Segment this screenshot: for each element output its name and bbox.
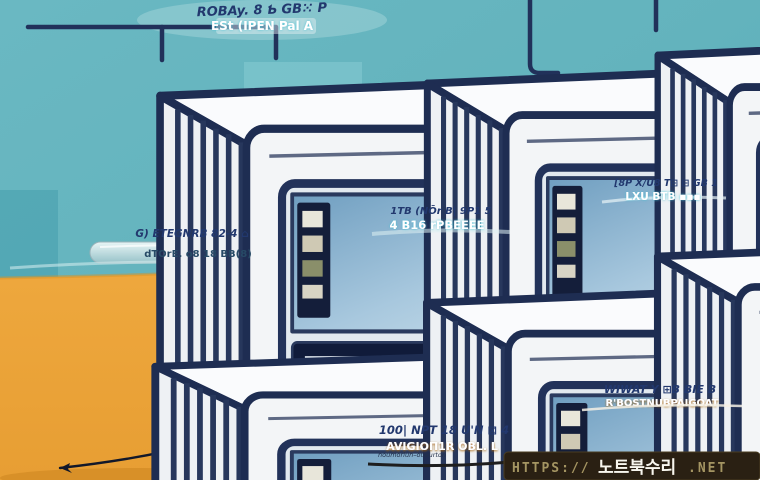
device-bottom-middle-label1: 100| NPT 18 U'N ⊠ 4 [379, 423, 509, 437]
device-bottom-right-label1: WIWAT Y ⊞B BIE B [604, 383, 716, 396]
device-bottom-right [656, 237, 760, 480]
cable-top-horizontal [25, 24, 279, 61]
device-top-right-label2: LXU BTB ▪▪▪ [625, 191, 700, 203]
banner-glow [137, 0, 387, 40]
device-bottom-right-label2: R'BOSTNUBPAIGOAT [605, 398, 718, 409]
watermark-site-name: 노트북수리 [598, 458, 676, 478]
watermark-protocol: HTTPS:// [512, 461, 591, 476]
banner-label-line2: ESt (IPEN Pal A [211, 19, 314, 33]
device-top-left-label2: dTOrE. o8 18 BB(8) [144, 249, 252, 260]
arrowhead-left [60, 463, 72, 473]
device-top-left-label1: G) ETEGNRB 82-4 ⌂ [135, 228, 248, 240]
watermark-band [503, 451, 760, 480]
device-bottom-middle-label3: noumoriun–oueurton [378, 451, 446, 459]
watermark: HTTPS:// 노트북수리 .NET [503, 451, 760, 480]
device-top-right-label1: [8P X/U8 T⊟ ⊟ GB 1 [613, 178, 718, 189]
bottom-right-shelf [581, 403, 743, 412]
device-top-middle-label2: 4 B16 rPBEEEE [389, 218, 484, 232]
device-bottom-middle-label2: AVIGIOΠ1R OBL. L [386, 440, 498, 453]
watermark-tld: .NET [688, 461, 727, 476]
cable-top-middle-drop [527, 0, 561, 76]
bottom-middle-arrow [367, 460, 511, 468]
banner-label-line1: ROBAy. 8 Ƅ GB⁙ P [196, 1, 327, 21]
device-top-middle-label1: 1TB (NŌr B| 9P1 5 [390, 204, 491, 217]
